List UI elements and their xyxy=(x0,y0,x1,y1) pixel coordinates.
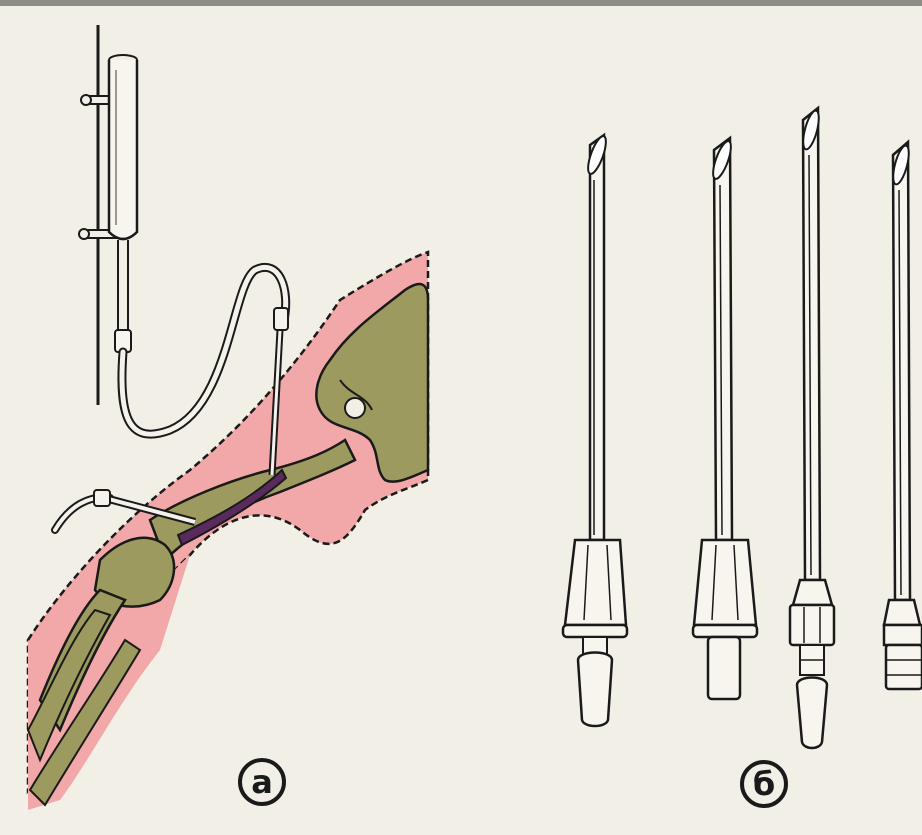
panel-b-bone-needles xyxy=(563,108,922,748)
needle-3 xyxy=(790,108,834,748)
needle-2 xyxy=(693,138,757,699)
panel-a-infusion-setup xyxy=(28,25,428,810)
panel-label-b: б xyxy=(740,760,788,808)
panel-label-a: а xyxy=(238,758,286,806)
needle-1 xyxy=(563,134,627,726)
needle-4 xyxy=(884,142,922,689)
bones xyxy=(28,284,428,805)
infusion-burette xyxy=(109,55,137,352)
